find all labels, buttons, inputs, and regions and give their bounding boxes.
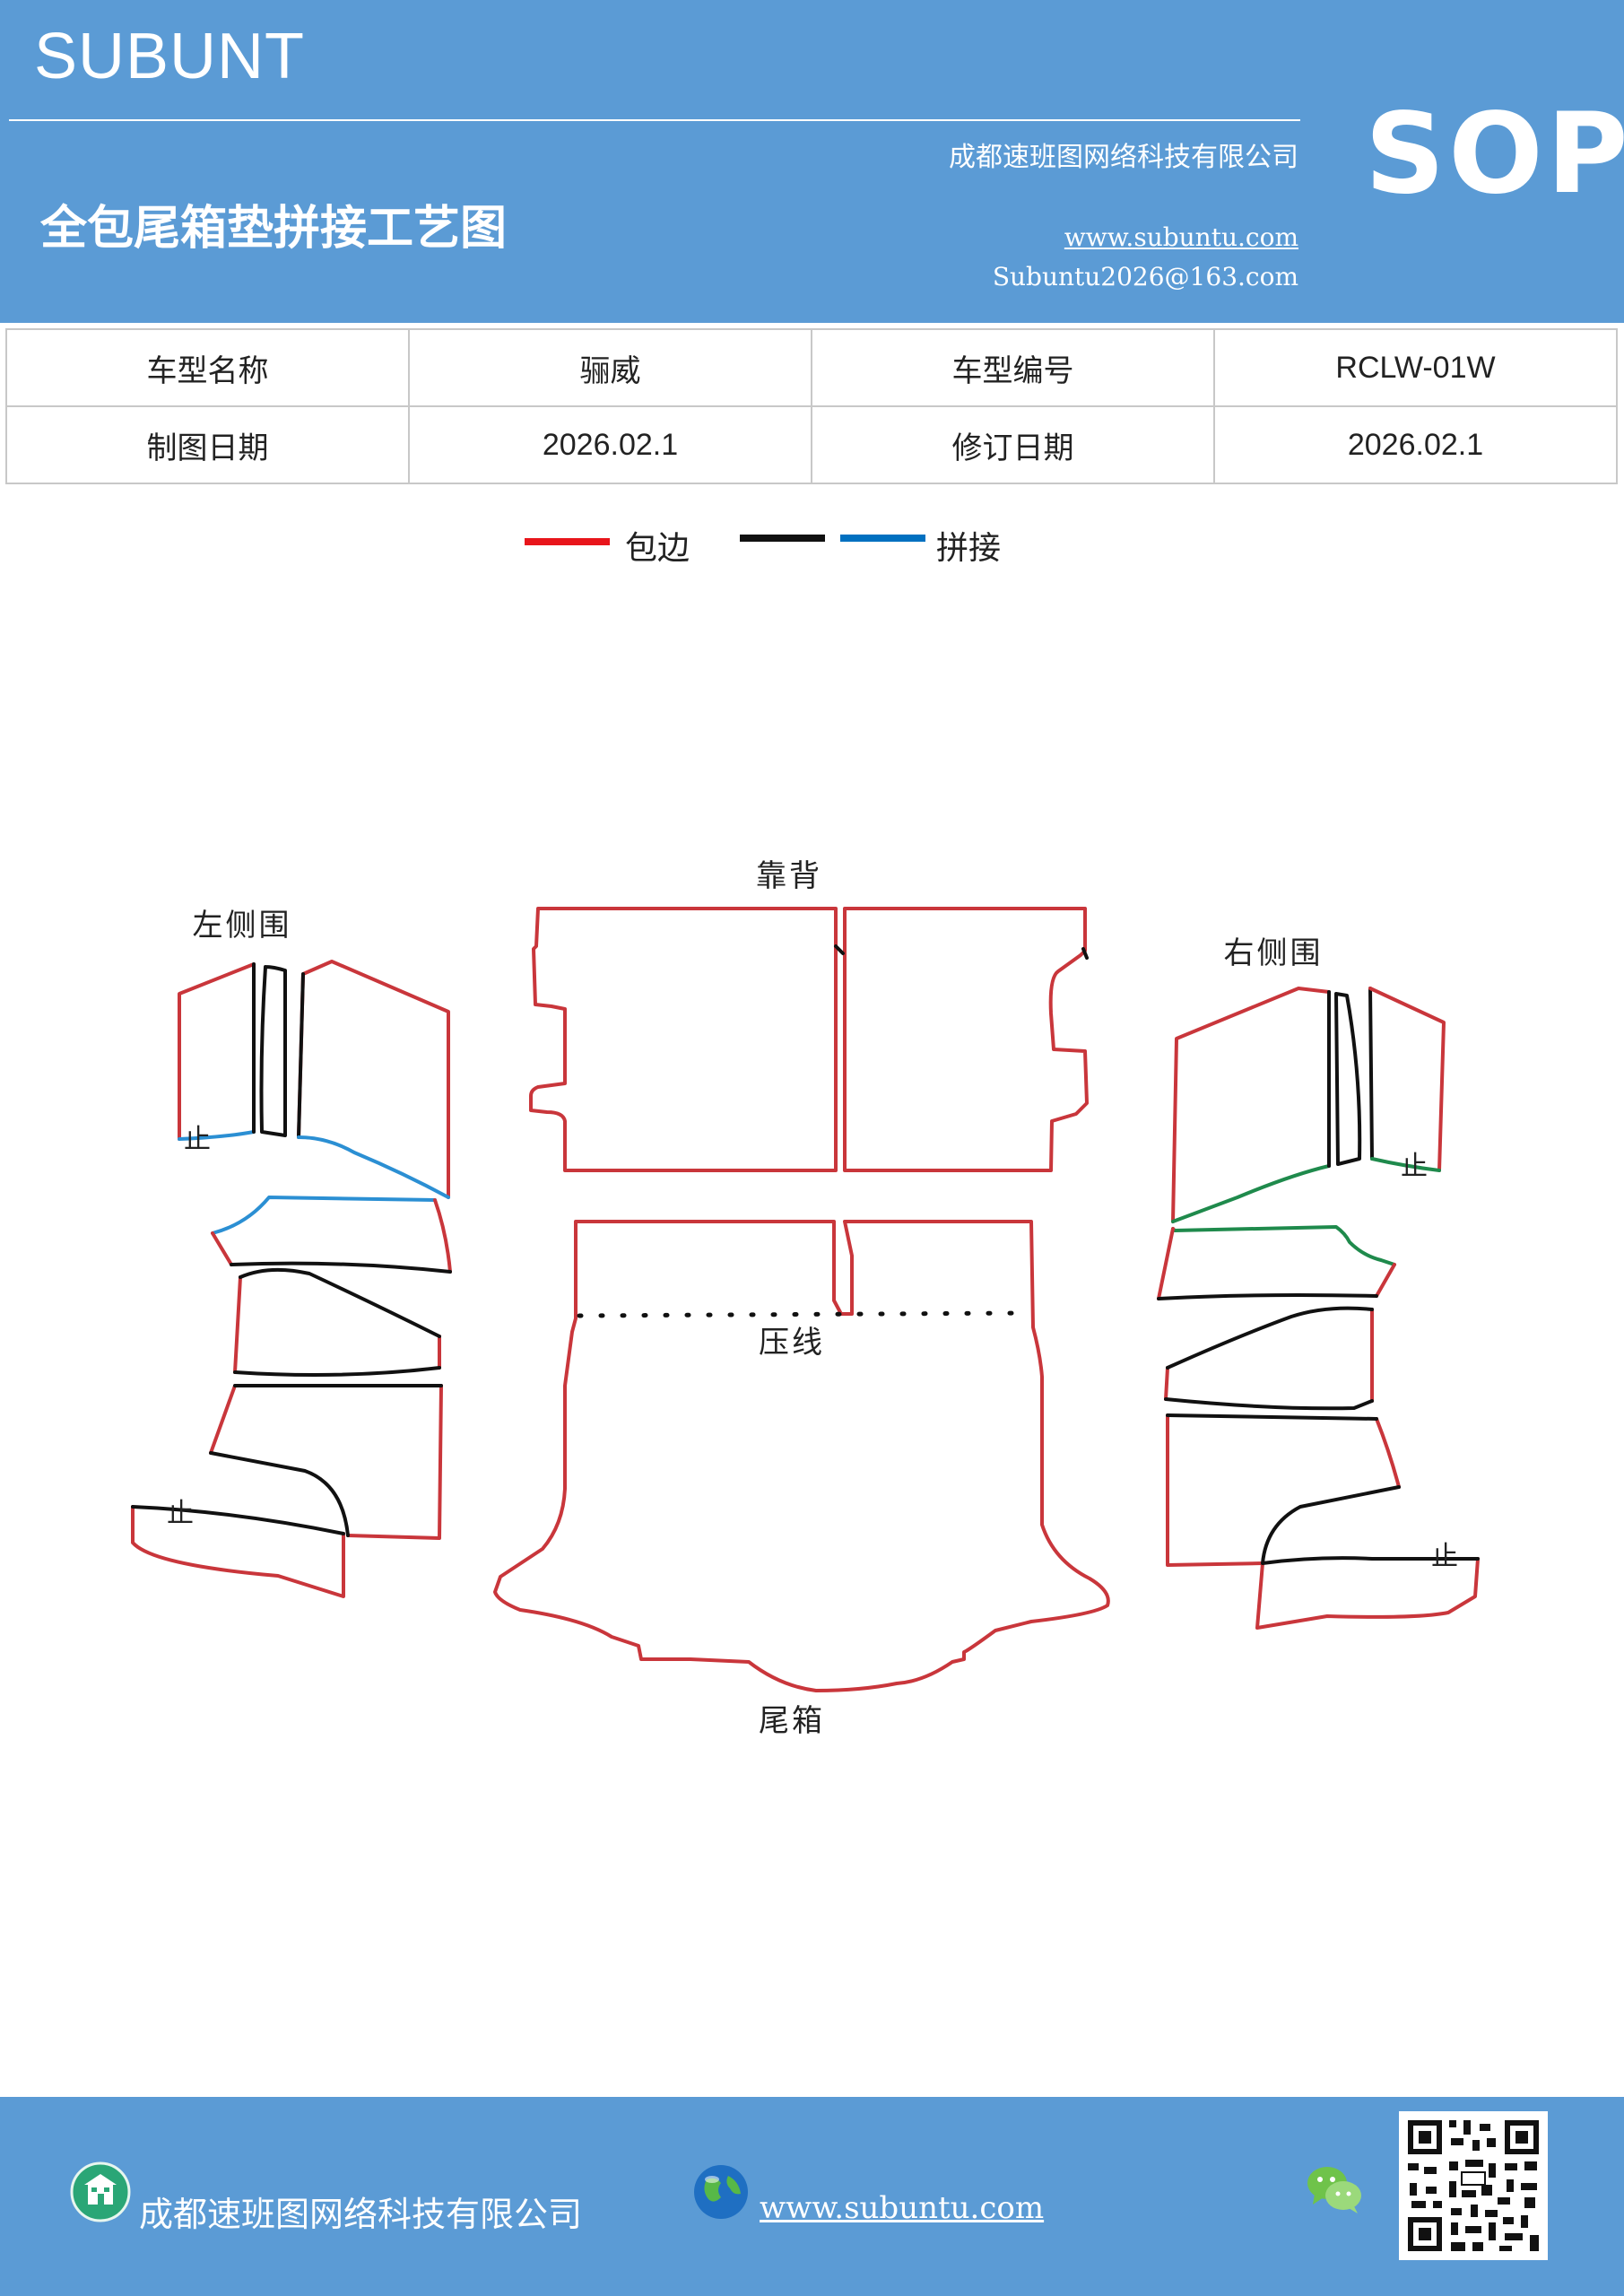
header-banner: SUBUNT 成都速班图网络科技有限公司 SOP 全包尾箱垫拼接工艺图 www.… — [0, 0, 1624, 323]
label-backrest: 靠背 — [756, 858, 822, 894]
trunk-mat-diagram: 止 止 止 止 靠背 左侧围 右侧围 压线 尾箱 — [131, 858, 1480, 1739]
footer-company-name: 成都速班图网络科技有限公司 — [139, 2195, 583, 2234]
table-cell: 2026.02.1 — [1213, 405, 1618, 484]
right-top-seam-a — [1171, 1164, 1331, 1223]
globe-icon — [694, 2165, 748, 2219]
right-third-outline-black — [1164, 1306, 1374, 1411]
right-top-seam-b — [1370, 1157, 1441, 1172]
right-top-outline-b — [1368, 987, 1446, 1172]
legend-swatch-black — [740, 535, 825, 542]
left-mid-bottom — [230, 1261, 452, 1274]
website-link[interactable]: www.subuntu.com — [1064, 222, 1298, 252]
legend-label-edge: 包边 — [625, 530, 690, 567]
table-cell: 骊威 — [408, 328, 812, 407]
left-fourth-seam — [209, 1384, 443, 1537]
table-row: 车型名称 骊威 车型编号 RCLW-01W — [5, 328, 1618, 407]
left-fourth-outline — [209, 1384, 443, 1540]
left-mid-outline — [211, 1198, 452, 1274]
left-top-seam-b — [297, 1135, 450, 1199]
document-title: 全包尾箱垫拼接工艺图 — [40, 201, 508, 256]
label-right-side: 右侧围 — [1224, 935, 1324, 971]
left-top-seam-a — [178, 1130, 256, 1141]
stop-mark-left-bottom: 止 — [167, 1498, 196, 1529]
right-bottom-seam — [1261, 1556, 1480, 1565]
wechat-icon — [1307, 2167, 1361, 2213]
email-address: Subuntu2026@163.com — [992, 262, 1298, 291]
left-top-outline — [178, 962, 256, 1141]
stop-mark-right-bottom: 止 — [1431, 1541, 1461, 1572]
right-mid-seam — [1171, 1225, 1396, 1266]
legend: 包边 拼接 — [0, 520, 1624, 574]
left-top-dart-2 — [297, 972, 305, 1139]
stop-mark-right-top: 止 — [1401, 1151, 1430, 1182]
backrest-right-outline — [843, 907, 1089, 1172]
legend-swatch-seam — [840, 535, 925, 542]
backrest-seam — [834, 944, 1089, 960]
table-cell: 车型名称 — [5, 328, 410, 407]
right-mid-outline — [1157, 1227, 1396, 1300]
left-bottom-outline — [131, 1505, 345, 1598]
left-mid-seam — [211, 1196, 437, 1235]
left-top-dart-1 — [252, 962, 287, 1137]
left-third-outline — [233, 1275, 441, 1374]
vehicle-info-table: 车型名称 骊威 车型编号 RCLW-01W 制图日期 2026.02.1 修订日… — [5, 328, 1618, 484]
press-line-dotted — [577, 1310, 1029, 1318]
left-side-panel — [131, 960, 452, 1598]
table-cell: RCLW-01W — [1213, 328, 1618, 407]
legend-label-seam: 拼接 — [936, 530, 1002, 567]
right-top-outline-a — [1171, 987, 1331, 1223]
footer-banner: 成都速班图网络科技有限公司 www.subuntu.com — [0, 2097, 1624, 2296]
sop-badge: SOP — [1365, 90, 1624, 219]
stop-marks: 止 止 止 止 — [167, 1124, 1461, 1572]
stop-mark-left-top: 止 — [184, 1124, 213, 1155]
label-left-side: 左侧围 — [193, 908, 292, 944]
right-third-outline — [1164, 1308, 1374, 1403]
right-fourth-seam — [1166, 1413, 1401, 1565]
table-cell: 2026.02.1 — [408, 405, 812, 484]
backrest-panel — [529, 907, 1089, 1172]
footer-website-link[interactable]: www.subuntu.com — [760, 2190, 1045, 2226]
right-top-darts — [1327, 987, 1374, 1168]
label-press-line: 压线 — [759, 1325, 825, 1361]
left-third-outline-black — [233, 1267, 441, 1378]
company-name: 成都速班图网络科技有限公司 — [949, 142, 1298, 173]
label-trunk: 尾箱 — [759, 1703, 825, 1739]
qr-code-icon[interactable] — [1399, 2111, 1548, 2260]
right-side-panel — [1157, 987, 1480, 1630]
right-fourth-outline — [1166, 1413, 1401, 1567]
building-icon — [70, 2161, 131, 2222]
backrest-left-outline — [529, 907, 838, 1172]
table-cell: 修订日期 — [811, 405, 1215, 484]
right-mid-bottom — [1157, 1293, 1378, 1300]
trunk-outline — [493, 1220, 1110, 1692]
left-bottom-seam — [131, 1505, 345, 1535]
legend-swatch-edge — [525, 538, 610, 545]
table-cell: 制图日期 — [5, 405, 410, 484]
brand-logo-text: SUBUNT — [34, 21, 306, 92]
table-cell: 车型编号 — [811, 328, 1215, 407]
header-divider — [9, 119, 1300, 121]
table-row: 制图日期 2026.02.1 修订日期 2026.02.1 — [5, 405, 1618, 484]
trunk-floor-panel — [493, 1220, 1110, 1692]
right-bottom-outline — [1255, 1557, 1480, 1630]
